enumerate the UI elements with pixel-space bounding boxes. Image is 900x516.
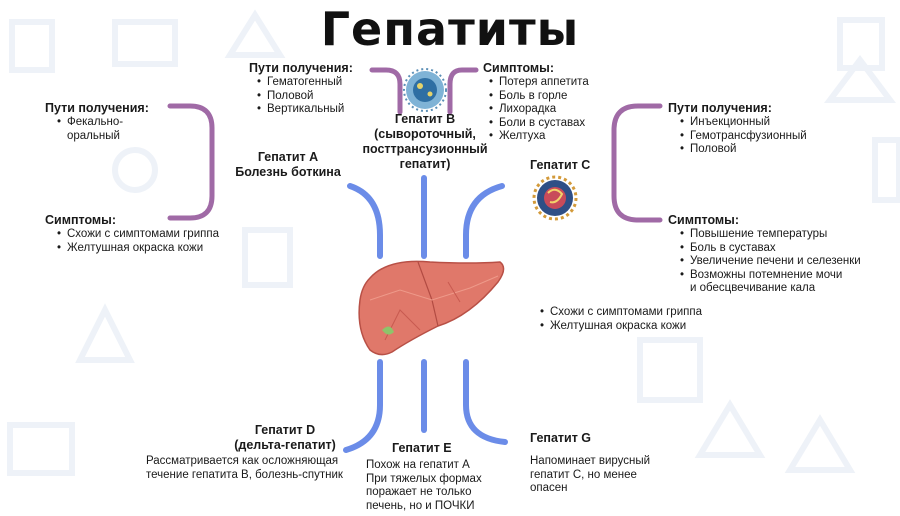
hep-c-symptom-item: Увеличение печени и селезенки xyxy=(680,255,861,269)
hep-c-symptoms-heading: Симптомы: xyxy=(668,213,740,227)
hep-b-routes: Пути получения: Гематогенный Половой Вер… xyxy=(249,61,353,117)
hep-c-routes: Пути получения: Инъекционный Гемотрансфу… xyxy=(668,101,807,157)
hep-b-symptom-item: Боль в горле xyxy=(489,90,589,104)
hep-d-description: Рассматривается как осложняющая течение … xyxy=(146,455,343,481)
page-title: Гепатиты xyxy=(320,2,580,56)
hep-a-route-item-cont: оральный xyxy=(67,129,120,142)
hep-c-route-item: Инъекционный xyxy=(680,116,807,130)
hep-c-route-item: Гемотрансфузионный xyxy=(680,130,807,144)
hep-c-extra-symptom-item: Желтушная окраска кожи xyxy=(540,320,702,334)
connector-hep-d xyxy=(343,359,383,453)
hep-c-extra-symptom-item: Схожи с симптомами гриппа xyxy=(540,306,702,320)
hep-b-route-item: Вертикальный xyxy=(257,103,353,117)
connector-hep-c xyxy=(463,183,505,259)
hep-a-symptom-item: Схожи с симптомами гриппа xyxy=(57,228,219,242)
hep-c-symptoms: Симптомы: Повышение температуры Боль в с… xyxy=(668,213,861,296)
hep-a-routes: Пути получения: Фекально- оральный xyxy=(45,101,149,143)
hep-g-name: Гепатит G xyxy=(530,431,592,445)
hep-a-symptom-item: Желтушная окраска кожи xyxy=(57,242,219,256)
hep-b-symptoms: Симптомы: Потеря аппетита Боль в горле Л… xyxy=(483,61,589,144)
hep-c-route-item: Половой xyxy=(680,143,807,157)
hep-b-symptom-item: Боли в суставах xyxy=(489,117,589,131)
bracket-hep-a xyxy=(167,103,215,221)
hep-a-routes-heading: Пути получения: xyxy=(45,101,149,115)
hep-b-name: Гепатит В (сывороточный, посттрансузионн… xyxy=(362,112,488,171)
hep-e-name: Гепатит Е xyxy=(392,441,452,455)
hep-a-symptoms-heading: Симптомы: xyxy=(45,213,117,227)
hep-c-extra-symptoms: Схожи с симптомами гриппа Желтушная окра… xyxy=(540,306,702,333)
hep-g-description: Напоминает вирусный гепатит С, но менее … xyxy=(530,455,651,494)
hep-e-description: Похож на гепатит А При тяжелых формах по… xyxy=(366,459,482,512)
hep-d-name: Гепатит D (дельта-гепатит) xyxy=(234,423,336,452)
hep-c-symptom-item-cont: и обесцвечивание кала xyxy=(690,282,816,294)
bracket-hep-b-left xyxy=(369,67,403,115)
hep-a-route-item: Фекально- xyxy=(57,116,149,130)
hep-b-routes-heading: Пути получения: xyxy=(249,61,353,75)
hepatitis-b-virus-icon xyxy=(403,68,447,112)
hep-c-symptom-item: Боль в суставах xyxy=(680,242,861,256)
connector-hep-a xyxy=(347,183,383,259)
hep-b-symptom-item: Потеря аппетита xyxy=(489,76,589,90)
hep-b-route-item: Половой xyxy=(257,90,353,104)
bracket-hep-b-right xyxy=(447,67,479,115)
hep-a-name: Гепатит А Болезнь боткина xyxy=(235,150,341,179)
hep-c-symptom-item: Повышение температуры xyxy=(680,228,861,242)
hep-c-symptom-item: Возможны потемнение мочи xyxy=(680,269,861,283)
hep-b-route-item: Гематогенный xyxy=(257,76,353,90)
liver-icon xyxy=(358,260,505,356)
hepatitis-c-virus-icon xyxy=(532,175,578,221)
hep-b-symptoms-heading: Симптомы: xyxy=(483,61,555,75)
hep-b-symptom-item: Желтуха xyxy=(489,130,589,144)
hep-b-symptom-item: Лихорадка xyxy=(489,103,589,117)
hep-a-symptoms: Симптомы: Схожи с симптомами гриппа Желт… xyxy=(45,213,219,255)
hep-c-routes-heading: Пути получения: xyxy=(668,101,772,115)
connector-hep-g xyxy=(463,359,508,445)
bracket-hep-c xyxy=(611,103,663,223)
hep-c-name: Гепатит С xyxy=(530,158,591,172)
